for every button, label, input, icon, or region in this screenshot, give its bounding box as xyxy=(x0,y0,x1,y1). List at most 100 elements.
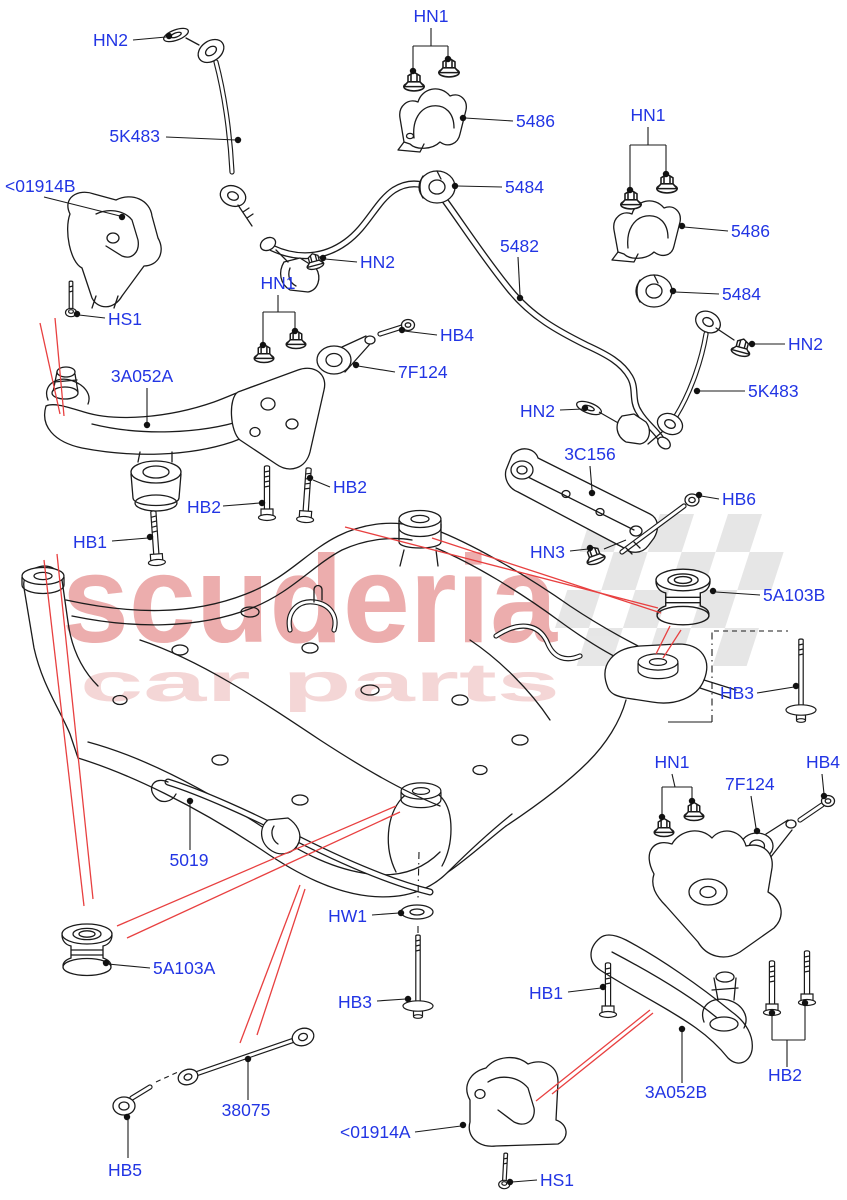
leader-line xyxy=(821,773,825,795)
leader-line xyxy=(715,591,761,596)
part-label[interactable]: HB3 xyxy=(720,683,754,703)
leader-dot xyxy=(143,421,151,429)
part-label[interactable]: 5484 xyxy=(722,284,761,304)
leader-dot xyxy=(768,1009,776,1017)
part-label[interactable]: 5A103A xyxy=(153,958,216,978)
stabilizer-bar xyxy=(259,180,671,450)
part-label[interactable]: 38075 xyxy=(222,1100,271,1120)
subframe-crossmember xyxy=(21,509,737,898)
part-label[interactable]: HN2 xyxy=(360,252,395,272)
part-label[interactable]: 5K483 xyxy=(748,381,799,401)
part-label[interactable]: HN2 xyxy=(93,30,128,50)
part-label[interactable]: 3A052B xyxy=(645,1082,707,1102)
part-label[interactable]: HB6 xyxy=(722,489,756,509)
damper-7F124-left xyxy=(316,318,416,375)
part-label[interactable]: 5484 xyxy=(505,177,544,197)
leader-dot xyxy=(695,491,703,499)
leader-dot xyxy=(748,340,756,348)
leader-line xyxy=(403,330,438,336)
part-label[interactable]: 5482 xyxy=(500,236,539,256)
leader-dot xyxy=(801,999,809,1007)
part-label[interactable]: HB3 xyxy=(338,992,372,1012)
part-label[interactable]: HS1 xyxy=(108,309,142,329)
watermark-subtext: car parts xyxy=(80,653,560,713)
leader-dot xyxy=(820,792,828,800)
part-label[interactable]: HB1 xyxy=(529,983,563,1003)
leader-line xyxy=(111,537,149,542)
leader-dot xyxy=(186,797,194,805)
part-label[interactable]: HN3 xyxy=(530,542,565,562)
part-label[interactable]: HB2 xyxy=(333,477,367,497)
part-label[interactable]: HN2 xyxy=(788,334,823,354)
part-label[interactable]: 7F124 xyxy=(398,362,448,382)
part-label[interactable]: 5019 xyxy=(170,850,209,870)
part-label[interactable]: HN1 xyxy=(630,105,665,125)
stabilizer-clamp-left xyxy=(275,249,326,293)
part-label[interactable]: <01914B xyxy=(5,176,76,196)
leader-line xyxy=(567,987,602,993)
leader-dot xyxy=(291,327,299,335)
part-label[interactable]: HS1 xyxy=(540,1170,574,1190)
leader-line xyxy=(456,185,503,188)
part-label[interactable]: HN1 xyxy=(654,752,689,772)
leader-dot xyxy=(244,1055,252,1063)
part-label[interactable]: HB4 xyxy=(806,752,840,772)
part-label[interactable]: HB2 xyxy=(187,497,221,517)
leader-dot xyxy=(102,959,110,967)
leader-line xyxy=(132,36,167,41)
part-label[interactable]: 3A052A xyxy=(111,366,174,386)
part-label[interactable]: 5486 xyxy=(731,221,770,241)
stabilizer-bracket-top xyxy=(397,57,467,153)
stabilizer-clamp-right xyxy=(574,398,651,445)
leader-dot xyxy=(626,186,634,194)
leader-dot xyxy=(409,67,417,75)
stabilizer-bushing-upper xyxy=(418,170,456,204)
leader-dot xyxy=(516,294,524,302)
part-label[interactable]: HW1 xyxy=(328,906,367,926)
leader-dot xyxy=(693,387,701,395)
part-label[interactable]: 5K483 xyxy=(109,126,160,146)
checkered-flag-watermark xyxy=(554,514,784,666)
leader-dot xyxy=(451,182,459,190)
leader-dot xyxy=(444,55,452,63)
red-leader-lines xyxy=(39,317,682,1102)
leader-dot xyxy=(123,1113,131,1121)
leader-dot xyxy=(709,587,717,595)
stabilizer-link-left xyxy=(161,25,254,227)
part-label[interactable]: 7F124 xyxy=(725,774,775,794)
leader-line xyxy=(569,548,589,552)
part-label[interactable]: 5A103B xyxy=(763,585,825,605)
leader-dot xyxy=(658,813,666,821)
leader-line xyxy=(371,912,400,916)
part-label[interactable]: HN1 xyxy=(260,273,295,293)
leader-dot xyxy=(588,489,596,497)
leader-line xyxy=(671,773,676,788)
part-label[interactable]: HB4 xyxy=(440,325,474,345)
leader-line xyxy=(700,495,720,500)
leader-dot xyxy=(459,114,467,122)
part-label[interactable]: HB2 xyxy=(768,1065,802,1085)
leader-line xyxy=(756,686,795,694)
part-label[interactable]: HB1 xyxy=(73,532,107,552)
bracket-01914B xyxy=(64,191,162,318)
part-label[interactable]: HN2 xyxy=(520,401,555,421)
control-arm-left xyxy=(44,366,326,512)
part-label[interactable]: HB5 xyxy=(108,1160,142,1180)
part-label[interactable]: HN1 xyxy=(413,6,448,26)
part-label[interactable]: 3C156 xyxy=(564,444,616,464)
leader-dot xyxy=(753,827,761,835)
leader-dot xyxy=(118,213,126,221)
leader-line xyxy=(414,1125,462,1133)
leader-line xyxy=(589,465,593,491)
bushing-5A103A xyxy=(61,923,113,977)
leader-dot xyxy=(234,136,242,144)
leader-dot xyxy=(398,326,406,334)
leader-line xyxy=(750,795,757,829)
leader-line xyxy=(357,365,396,373)
part-label[interactable]: 5486 xyxy=(516,111,555,131)
leader-line xyxy=(165,136,237,141)
leader-line xyxy=(559,408,584,411)
part-label[interactable]: <01914A xyxy=(340,1122,411,1142)
